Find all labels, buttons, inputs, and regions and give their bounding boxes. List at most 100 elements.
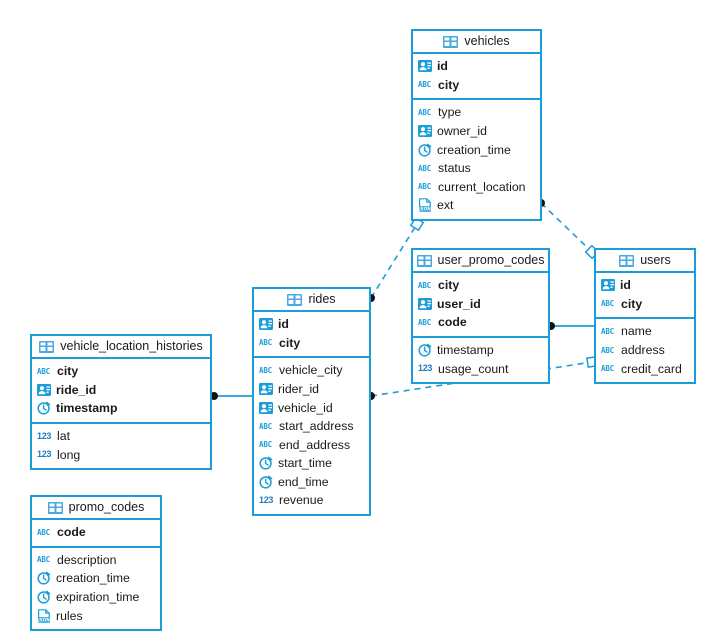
column-name: city	[438, 278, 460, 293]
string-type-icon: ABC	[259, 365, 272, 375]
column-row[interactable]: user_id	[413, 295, 548, 314]
column-row[interactable]: vehicle_id	[254, 398, 369, 417]
table-header-users: users	[596, 250, 694, 273]
string-type-icon: ABC	[601, 299, 614, 309]
string-type-icon: ABC	[259, 338, 272, 348]
column-row[interactable]: expiration_time	[32, 588, 160, 607]
column-row[interactable]: id	[254, 315, 369, 334]
string-type-icon: ABC	[259, 440, 272, 450]
column-row[interactable]: start_time	[254, 454, 369, 473]
column-row[interactable]: JSON ext	[413, 196, 540, 215]
column-name: id	[278, 317, 289, 332]
number-type-icon: 123	[37, 430, 52, 441]
column-row[interactable]: ride_id	[32, 381, 210, 400]
clock-icon	[418, 343, 432, 357]
column-row[interactable]: ABC type	[413, 103, 540, 122]
primary-key-icon	[37, 383, 51, 396]
column-name: city	[438, 77, 460, 92]
column-row[interactable]: id	[596, 276, 694, 295]
table-header-vehicle_location_histories: vehicle_location_histories	[32, 336, 210, 359]
column-row[interactable]: timestamp	[32, 399, 210, 418]
string-type-icon: ABC	[37, 527, 50, 537]
json-type-icon: JSON	[37, 608, 51, 623]
table-header-promo_codes: promo_codes	[32, 497, 160, 520]
column-row[interactable]: ABC end_address	[254, 436, 369, 455]
string-type-icon: ABC	[601, 326, 614, 336]
clock-icon	[37, 571, 51, 586]
column-name: end_time	[278, 474, 329, 489]
table-header-rides: rides	[254, 289, 369, 312]
relationship-user-promo-codes-to-users[interactable]	[547, 322, 594, 330]
table-icon	[287, 293, 303, 306]
relationship-vehicle-location-histories-to-rides[interactable]	[210, 392, 252, 400]
table-title: rides	[308, 292, 336, 307]
column-name: type	[438, 105, 462, 120]
column-name: vehicle_id	[278, 400, 333, 415]
column-row[interactable]: creation_time	[413, 140, 540, 159]
clock-icon	[259, 456, 273, 471]
column-name: end_address	[279, 437, 351, 452]
column-name: rules	[56, 608, 83, 623]
column-name: revenue	[279, 493, 324, 508]
clock-icon	[418, 143, 432, 157]
column-name: ext	[437, 198, 454, 213]
table-icon	[443, 35, 459, 48]
column-row[interactable]: id	[413, 57, 540, 76]
number-type-icon: 123	[37, 449, 52, 460]
column-name: timestamp	[437, 342, 494, 357]
column-name: city	[57, 364, 79, 379]
column-row[interactable]: owner_id	[413, 122, 540, 141]
column-row[interactable]: rider_id	[254, 380, 369, 399]
column-name: status	[438, 161, 471, 176]
primary-key-icon	[259, 401, 273, 414]
column-row[interactable]: timestamp	[413, 341, 548, 360]
column-name: expiration_time	[56, 589, 140, 604]
string-type-icon: ABC	[418, 107, 431, 117]
column-row[interactable]: JSON rules	[32, 606, 160, 625]
column-name: timestamp	[56, 401, 118, 416]
table-icon	[619, 254, 635, 267]
column-row[interactable]: end_time	[254, 473, 369, 492]
column-name: credit_card	[621, 361, 682, 376]
primary-key-icon	[259, 383, 273, 396]
column-name: id	[620, 278, 631, 293]
json-type-icon: JSON	[418, 198, 432, 213]
column-row[interactable]: creation_time	[32, 569, 160, 588]
number-type-icon: 123	[418, 363, 433, 374]
table-header-user_promo_codes: user_promo_codes	[413, 250, 548, 273]
